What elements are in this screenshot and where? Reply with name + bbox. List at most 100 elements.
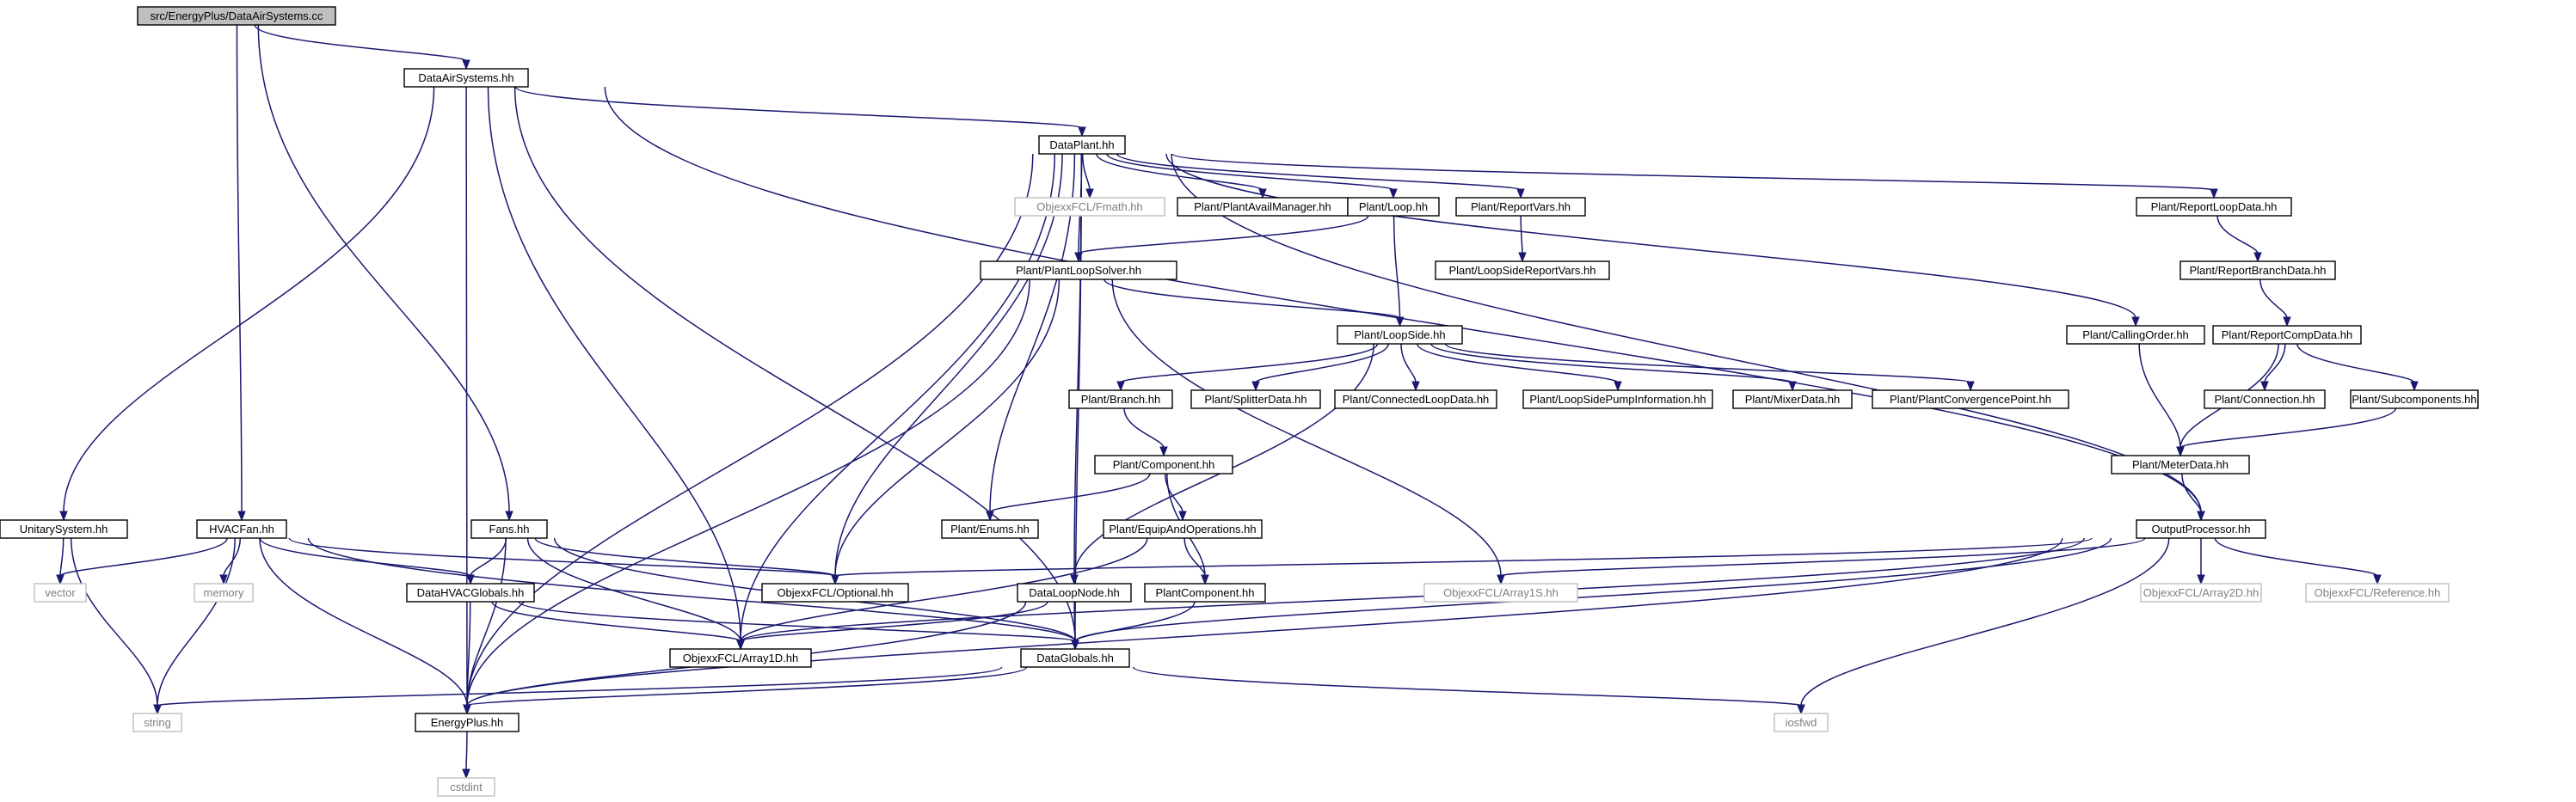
node-comp[interactable]: Plant/Component.hh <box>1094 455 1233 474</box>
arrowhead <box>2197 574 2205 585</box>
edge-line <box>2259 279 2288 319</box>
node-dln[interactable]: DataLoopNode.hh <box>1017 583 1132 603</box>
node-loop[interactable]: Plant/Loop.hh <box>1347 197 1440 217</box>
node-lspi[interactable]: Plant/LoopSidePumpInformation.hh <box>1522 389 1713 409</box>
node-box <box>1144 583 1266 603</box>
node-pls[interactable]: Plant/PlantLoopSolver.hh <box>980 260 1177 280</box>
node-dhg[interactable]: DataHVACGlobals.hh <box>406 583 535 603</box>
node-pc[interactable]: PlantComponent.hh <box>1144 583 1266 603</box>
node-box <box>132 713 182 732</box>
node-br[interactable]: Plant/Branch.hh <box>1068 389 1173 409</box>
node-dg[interactable]: DataGlobals.hh <box>1020 648 1130 668</box>
node-rbd[interactable]: Plant/ReportBranchData.hh <box>2179 260 2336 280</box>
edge-hvf-to-memory <box>219 537 242 585</box>
node-box <box>1014 197 1165 217</box>
node-label: ObjexxFCL/Optional.hh <box>777 586 893 599</box>
edge-op-to-a1s <box>1497 537 2146 585</box>
node-label: Plant/EquipAndOperations.hh <box>1109 523 1256 536</box>
node-box <box>1522 389 1713 409</box>
arrowhead <box>1178 511 1187 522</box>
arrowhead <box>2210 188 2218 199</box>
arrowhead <box>237 511 246 522</box>
edge-line <box>1165 153 2136 319</box>
node-conn[interactable]: Plant/Connection.hh <box>2204 389 2326 409</box>
node-box <box>2212 325 2362 345</box>
node-rcd[interactable]: Plant/ReportCompData.hh <box>2212 325 2362 345</box>
edge-line <box>1074 537 2112 642</box>
edge-line <box>257 24 510 513</box>
edge-line <box>2296 343 2415 383</box>
edge-dg-to-ep <box>463 666 1028 715</box>
node-sub[interactable]: Plant/Subcomponents.hh <box>2350 389 2479 409</box>
node-cld[interactable]: Plant/ConnectedLoopData.hh <box>1334 389 1497 409</box>
node-rv[interactable]: Plant/ReportVars.hh <box>1455 197 1586 217</box>
node-box <box>2066 325 2205 345</box>
node-dp[interactable]: DataPlant.hh <box>1038 135 1126 155</box>
node-meter[interactable]: Plant/MeterData.hh <box>2111 455 2250 474</box>
node-label: Plant/ConnectedLoopData.hh <box>1343 393 1490 406</box>
node-eao[interactable]: Plant/EquipAndOperations.hh <box>1103 519 1263 539</box>
node-box <box>941 519 1039 539</box>
node-box <box>1337 325 1463 345</box>
node-lsrv[interactable]: Plant/LoopSideReportVars.hh <box>1435 260 1610 280</box>
node-a1d[interactable]: ObjexxFCL/Array1D.hh <box>669 648 812 668</box>
node-box <box>2140 583 2262 603</box>
arrowhead <box>1159 446 1168 457</box>
edge-meter-to-op <box>2181 473 2205 522</box>
node-co[interactable]: Plant/CallingOrder.hh <box>2066 325 2205 345</box>
node-pcp[interactable]: Plant/PlantConvergencePoint.hh <box>1872 389 2069 409</box>
node-rld[interactable]: Plant/ReportLoopData.hh <box>2136 197 2292 217</box>
edge-ls-to-lspi <box>1417 343 1622 392</box>
arrowhead <box>1395 316 1405 328</box>
edge-das-to-a1d <box>487 86 745 651</box>
node-label: memory <box>204 586 244 599</box>
node-root[interactable]: src/EnergyPlus/DataAirSystems.cc <box>137 6 336 26</box>
edge-line <box>1123 407 1165 449</box>
node-md[interactable]: Plant/MixerData.hh <box>1732 389 1853 409</box>
edge-line <box>1073 601 1076 642</box>
edge-line <box>1074 601 1196 642</box>
edge-line <box>223 537 242 577</box>
edge-loop-to-ls <box>1393 215 1405 328</box>
node-fans[interactable]: Fans.hh <box>470 519 548 539</box>
arrowhead <box>2253 252 2262 263</box>
node-label: ObjexxFCL/Array1S.hh <box>1443 586 1559 599</box>
node-hvf[interactable]: HVACFan.hh <box>196 519 287 539</box>
edge-op-to-ref <box>2214 537 2382 585</box>
edge-line <box>834 153 1063 577</box>
node-sd[interactable]: Plant/SplitterData.hh <box>1190 389 1321 409</box>
node-pam[interactable]: Plant/PlantAvailManager.hh <box>1177 197 1349 217</box>
edge-line <box>466 666 1028 707</box>
node-label: Plant/PlantLoopSolver.hh <box>1016 264 1141 277</box>
node-us[interactable]: UnitarySystem.hh <box>0 519 128 539</box>
edge-hvf-to-ep <box>259 537 471 715</box>
node-ref: ObjexxFCL/Reference.hh <box>2305 583 2450 603</box>
edge-line <box>1120 343 1379 383</box>
node-label: iosfwd <box>1786 716 1817 729</box>
arrowhead <box>1070 574 1079 585</box>
arrowhead <box>1797 704 1805 715</box>
node-das[interactable]: DataAirSystems.hh <box>403 68 529 88</box>
arrowhead <box>466 574 475 585</box>
edge-das-to-dp <box>514 86 1086 138</box>
edge-line <box>1096 153 1263 191</box>
node-label: DataGlobals.hh <box>1036 652 1114 664</box>
arrowhead <box>462 768 470 780</box>
edge-line <box>466 537 2063 707</box>
edge-dhg-to-a1d <box>491 601 745 651</box>
node-ep[interactable]: EnergyPlus.hh <box>415 713 520 732</box>
edge-pls-to-ls <box>1104 279 1405 328</box>
node-enums[interactable]: Plant/Enums.hh <box>941 519 1039 539</box>
node-label: ObjexxFCL/Fmath.hh <box>1036 200 1143 213</box>
arrowhead <box>1497 574 1505 585</box>
edge-line <box>740 537 2085 642</box>
node-cstdint: cstdint <box>437 777 495 797</box>
edge-line <box>466 537 507 707</box>
node-ls[interactable]: Plant/LoopSide.hh <box>1337 325 1463 345</box>
edge-line <box>1106 153 1394 191</box>
node-opt[interactable]: ObjexxFCL/Optional.hh <box>761 583 909 603</box>
edge-ls-to-md <box>1430 343 1797 392</box>
node-op[interactable]: OutputProcessor.hh <box>2136 519 2266 539</box>
node-label: HVACFan.hh <box>209 523 274 536</box>
edge-line <box>1400 343 1417 383</box>
